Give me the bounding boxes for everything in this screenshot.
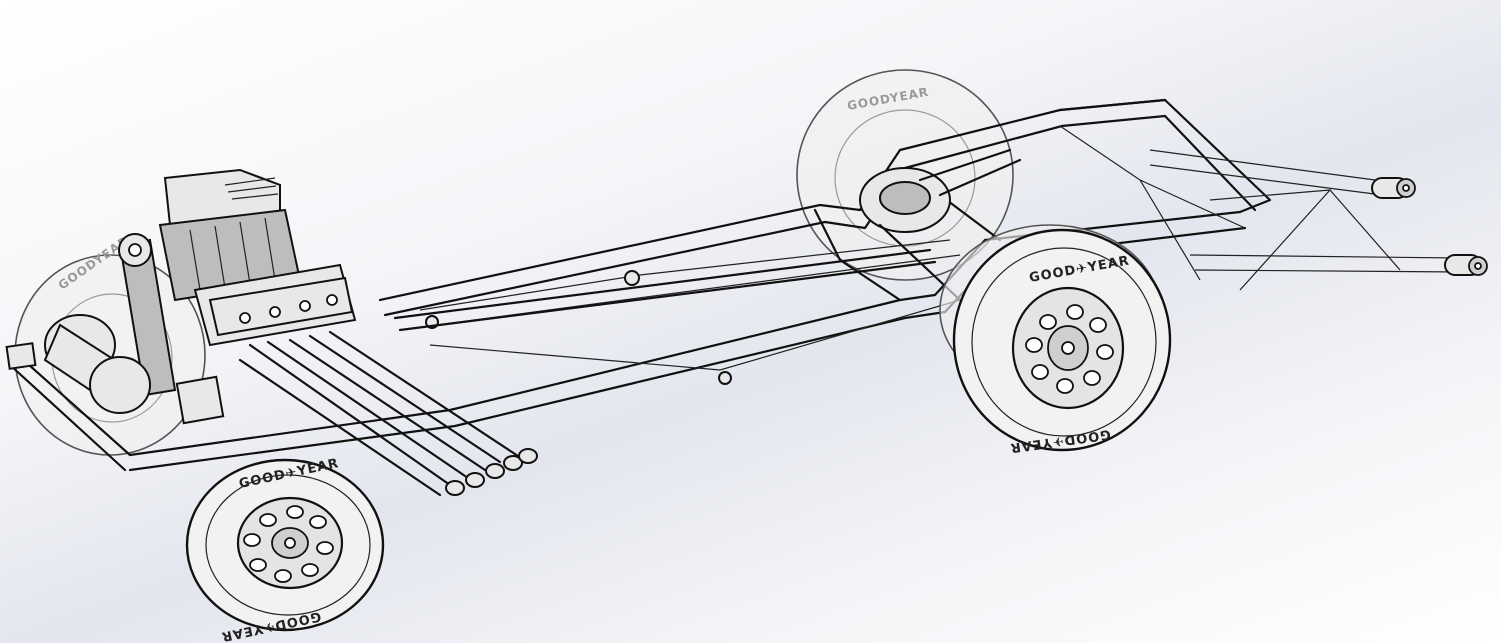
engine[interactable]: [43, 168, 357, 425]
front-wheel-near[interactable]: GOOD✈YEAR GOOD✈YEAR: [185, 456, 385, 643]
rod-end-upper: [1371, 177, 1416, 199]
rod-end-lower: [1444, 254, 1488, 276]
exhaust-headers: [238, 330, 538, 497]
alternator: [89, 356, 151, 414]
driveshaft: [393, 248, 932, 320]
rear-wheel-near[interactable]: GOOD✈YEAR GOOD✈YEAR: [939, 224, 1172, 455]
